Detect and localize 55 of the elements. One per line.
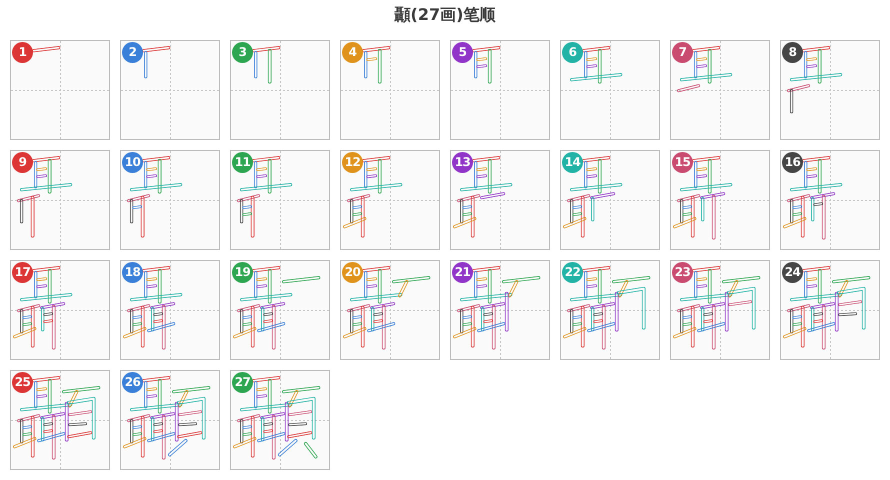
step-number: 16 <box>782 152 803 173</box>
stroke-order-panel <box>230 150 330 250</box>
stroke-order-panel <box>230 370 330 470</box>
step-number: 13 <box>452 152 473 173</box>
stroke-order-panel <box>450 150 550 250</box>
stroke-order-panel <box>230 260 330 360</box>
stroke-order-panel <box>780 150 880 250</box>
stroke-order-panel <box>120 40 220 140</box>
step-number: 21 <box>452 262 473 283</box>
stroke-order-panel <box>10 260 110 360</box>
step-number: 10 <box>122 152 143 173</box>
step-number: 27 <box>232 372 253 393</box>
step-number: 17 <box>12 262 33 283</box>
step-number: 9 <box>12 152 33 173</box>
step-number: 14 <box>562 152 583 173</box>
stroke-order-panel <box>340 40 440 140</box>
step-number: 1 <box>12 42 33 63</box>
step-number: 2 <box>122 42 143 63</box>
stroke-order-panel <box>560 260 660 360</box>
stroke-order-panel <box>120 150 220 250</box>
step-number: 5 <box>452 42 473 63</box>
step-number: 4 <box>342 42 363 63</box>
stroke-order-panel <box>670 40 770 140</box>
stroke-order-panel <box>120 260 220 360</box>
stroke-order-panel <box>10 150 110 250</box>
step-number: 18 <box>122 262 143 283</box>
step-number: 25 <box>12 372 33 393</box>
step-number: 24 <box>782 262 803 283</box>
step-number: 15 <box>672 152 693 173</box>
stroke-order-panel <box>450 40 550 140</box>
stroke-order-panel <box>340 150 440 250</box>
stroke-order-panel <box>670 150 770 250</box>
stroke-order-panel <box>560 150 660 250</box>
step-number: 12 <box>342 152 363 173</box>
step-number: 20 <box>342 262 363 283</box>
step-number: 7 <box>672 42 693 63</box>
step-number: 26 <box>122 372 143 393</box>
page-title: 顳(27画)笔顺 <box>394 4 496 26</box>
stroke-order-panel <box>780 40 880 140</box>
stroke-order-panel <box>10 370 110 470</box>
step-number: 23 <box>672 262 693 283</box>
step-number: 3 <box>232 42 253 63</box>
stroke-order-panel <box>340 260 440 360</box>
stroke-order-panel <box>780 260 880 360</box>
stroke-order-panel <box>560 40 660 140</box>
step-number: 8 <box>782 42 803 63</box>
stroke-order-panel <box>10 40 110 140</box>
step-number: 22 <box>562 262 583 283</box>
stroke-order-panel <box>230 40 330 140</box>
step-number: 11 <box>232 152 253 173</box>
stroke-order-panel <box>670 260 770 360</box>
step-number: 19 <box>232 262 253 283</box>
step-number: 6 <box>562 42 583 63</box>
stroke-order-panel <box>450 260 550 360</box>
stroke-order-panel <box>120 370 220 470</box>
